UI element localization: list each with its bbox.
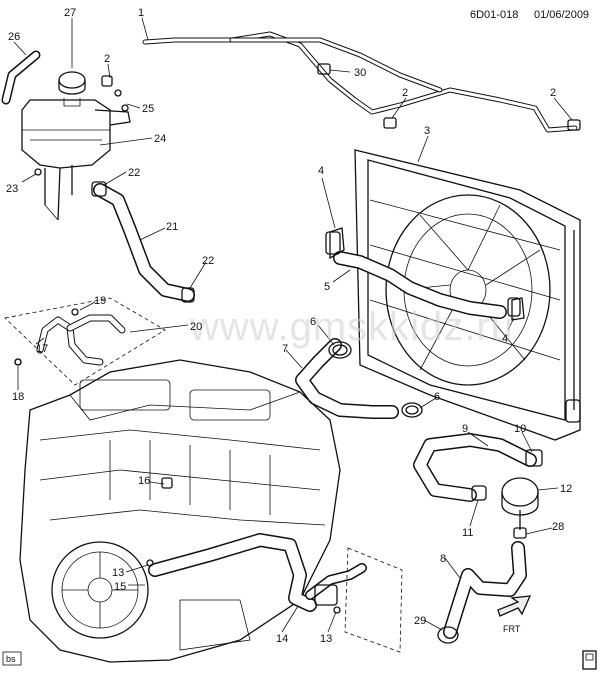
callout-24: 24: [154, 133, 166, 145]
svg-text:FRT: FRT: [503, 624, 521, 634]
callout-30: 30: [354, 67, 366, 79]
callout-20: 20: [190, 321, 202, 333]
diagram-date: 01/06/2009: [534, 9, 589, 21]
radiator-fan-assembly: [354, 149, 581, 441]
callout-23: 23: [6, 183, 18, 195]
callout-18: 18: [12, 391, 24, 403]
lower-radiator-hose-7: [295, 338, 423, 419]
callout-14: 14: [276, 633, 288, 645]
clamp-6a: [332, 344, 348, 356]
callout-2: 2: [402, 87, 408, 99]
overflow-hose-26: [1, 50, 41, 105]
upper-radiator-hose-5: [325, 231, 521, 319]
callout-15: 15: [114, 581, 126, 593]
callout-4: 4: [318, 165, 324, 177]
heater-hose-8: [437, 541, 527, 644]
callout-21: 21: [166, 221, 178, 233]
callout-11: 11: [462, 527, 473, 539]
callout-4: 4: [502, 333, 508, 345]
coolant-reservoir: [21, 99, 111, 221]
engine-block: [19, 359, 341, 663]
callout-6: 6: [434, 391, 440, 403]
callout-19: 19: [94, 295, 106, 307]
bolt-13b: [333, 606, 341, 614]
corner-tag: bs: [2, 651, 22, 666]
coolant-valve-12: [501, 477, 539, 539]
coolant-pipe-17: [14, 308, 126, 366]
callout-13: 13: [112, 567, 124, 579]
bolt-23: [34, 168, 42, 176]
bolt-18: [14, 358, 22, 366]
callout-29: 29: [414, 615, 426, 627]
bypass-hose-14: [148, 533, 367, 612]
callout-13: 13: [320, 633, 332, 645]
pipe-group-outline: [4, 297, 166, 386]
clamp-6b: [405, 405, 419, 415]
callout-3: 3: [424, 125, 430, 137]
hose-group-outline: [344, 547, 403, 653]
bolt-13a: [146, 559, 154, 567]
callout-8: 8: [440, 553, 446, 565]
callout-26: 26: [8, 31, 20, 43]
callout-17: 17: [36, 343, 48, 355]
svg-text:bs: bs: [6, 654, 16, 664]
corner-logo: [582, 650, 597, 670]
callout-numbers: 27 1 26 2 25 30 2 2 3 24 22 23 4 21 22 5…: [6, 7, 572, 645]
front-arrow: FRT: [497, 595, 532, 634]
callout-2: 2: [104, 53, 110, 65]
callout-27: 27: [64, 7, 76, 19]
callout-25: 25: [142, 103, 154, 115]
callout-10: 10: [514, 423, 526, 435]
callout-2: 2: [550, 87, 556, 99]
callout-22: 22: [128, 167, 140, 179]
watermark: www.gmskkidz.ru: [189, 305, 514, 349]
bleed-hose-1: [101, 31, 581, 133]
reservoir-cap: [58, 71, 86, 107]
leader-lines: [13, 17, 573, 633]
callout-1: 1: [138, 7, 144, 19]
diagram-code: 6D01-018: [470, 9, 518, 21]
callout-12: 12: [560, 483, 572, 495]
reservoir-bracket: [94, 89, 131, 126]
callout-6: 6: [310, 316, 316, 328]
sensor-16: [161, 477, 173, 489]
callout-22: 22: [202, 255, 214, 267]
callout-5: 5: [324, 281, 330, 293]
heater-hose-9: [413, 433, 543, 502]
bracket-4b: [511, 297, 525, 321]
hose-21: [91, 181, 195, 303]
callout-9: 9: [462, 423, 468, 435]
bracket-4a: [329, 227, 345, 260]
callout-7: 7: [282, 343, 288, 355]
callout-28: 28: [552, 521, 564, 533]
callout-16: 16: [138, 475, 150, 487]
